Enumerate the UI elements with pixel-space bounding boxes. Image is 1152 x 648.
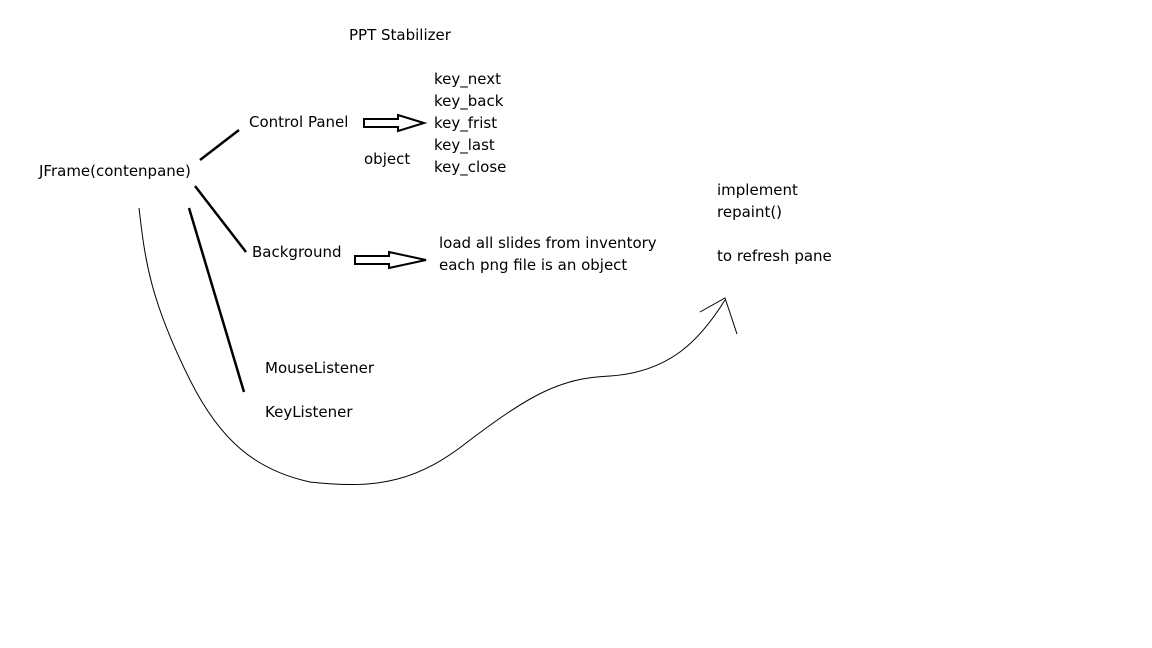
curve-to-repaint bbox=[138, 207, 726, 486]
hollow-arrow-background bbox=[354, 250, 427, 270]
curve-arrowhead bbox=[699, 297, 738, 335]
background-note: each png file is an object bbox=[439, 256, 628, 274]
key-item: key_close bbox=[434, 158, 507, 176]
hollow-arrow-control-panel bbox=[363, 113, 428, 133]
key-item: key_frist bbox=[434, 114, 498, 132]
diagram-title: PPT Stabilizer bbox=[349, 26, 451, 44]
repaint-note-line: to refresh pane bbox=[717, 247, 832, 265]
key-listener-node: KeyListener bbox=[265, 403, 353, 421]
connector-control-panel bbox=[199, 129, 240, 161]
mouse-listener-node: MouseListener bbox=[265, 359, 375, 377]
key-item: key_back bbox=[434, 92, 504, 110]
control-panel-node: Control Panel bbox=[249, 113, 349, 131]
key-item: key_next bbox=[434, 70, 501, 88]
connector-background bbox=[194, 185, 247, 253]
connector-listeners bbox=[187, 207, 246, 393]
background-note: load all slides from inventory bbox=[439, 234, 657, 252]
repaint-note-line: implement bbox=[717, 181, 798, 199]
jframe-node: JFrame(contenpane) bbox=[39, 162, 191, 180]
background-node: Background bbox=[252, 243, 342, 261]
key-item: key_last bbox=[434, 136, 495, 154]
repaint-note-line: repaint() bbox=[717, 203, 783, 221]
object-label: object bbox=[364, 150, 411, 168]
